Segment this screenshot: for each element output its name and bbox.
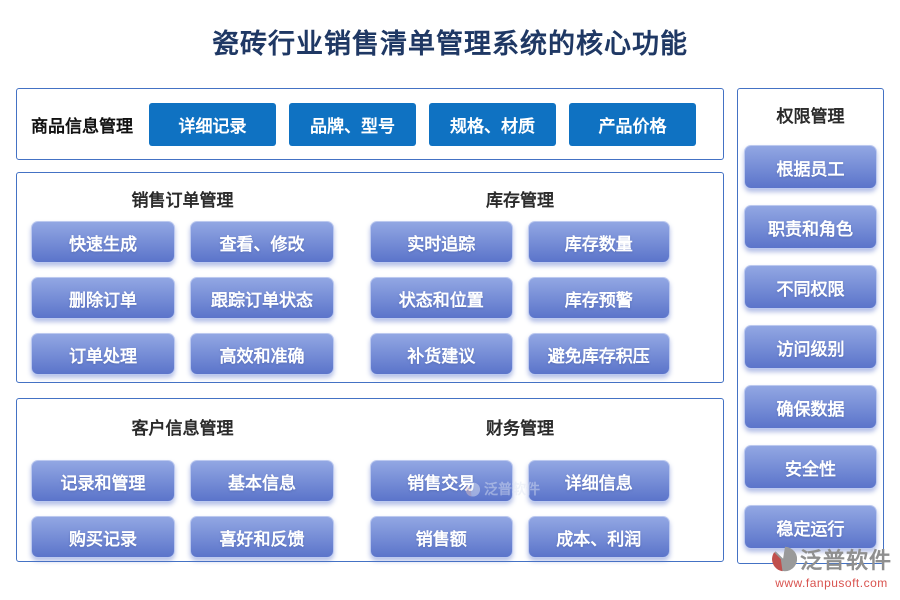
fanpu-logo-icon [772, 546, 797, 572]
feature-button-detailed-records[interactable]: 详细记录 [149, 102, 276, 146]
feature-button-view-modify[interactable]: 查看、修改 [190, 221, 334, 263]
feature-button-spec-material[interactable]: 规格、材质 [429, 102, 556, 146]
order-inventory-section: 销售订单管理 快速生成 查看、修改 删除订单 跟踪订单状态 订单处理 高效和准确… [16, 172, 724, 383]
feature-button-purchase-history[interactable]: 购买记录 [31, 516, 175, 558]
feature-button-basic-info[interactable]: 基本信息 [190, 460, 334, 502]
feature-button-sales-amount[interactable]: 销售额 [370, 516, 513, 558]
feature-button-cost-profit[interactable]: 成本、利润 [527, 516, 670, 558]
product-info-section: 商品信息管理 详细记录 品牌、型号 规格、材质 产品价格 [16, 88, 724, 160]
feature-button-replenishment-advice[interactable]: 补货建议 [370, 333, 513, 375]
permissions-title: 权限管理 [776, 107, 845, 126]
vendor-url: www.fanpusoft.com [775, 576, 888, 590]
inventory-group: 库存管理 实时追踪 库存数量 状态和位置 库存预警 补货建议 避免库存积压 [370, 186, 670, 382]
feature-button-stock-alert[interactable]: 库存预警 [527, 277, 670, 319]
finance-title: 财务管理 [486, 419, 554, 438]
inventory-title: 库存管理 [486, 191, 554, 210]
feature-button-detailed-info[interactable]: 详细信息 [527, 460, 670, 502]
feature-button-status-location[interactable]: 状态和位置 [370, 277, 513, 319]
feature-button-different-permissions[interactable]: 不同权限 [744, 265, 877, 309]
customer-info-group: 客户信息管理 记录和管理 基本信息 购买记录 喜好和反馈 [31, 414, 334, 561]
feature-button-track-order-status[interactable]: 跟踪订单状态 [190, 277, 334, 319]
feature-button-sales-transactions[interactable]: 销售交易 [370, 460, 513, 502]
feature-button-stock-quantity[interactable]: 库存数量 [527, 221, 670, 263]
feature-button-duties-roles[interactable]: 职责和角色 [744, 205, 877, 249]
feature-button-access-levels[interactable]: 访问级别 [744, 325, 877, 369]
feature-button-product-price[interactable]: 产品价格 [569, 102, 696, 146]
vendor-logo: 泛普软件 www.fanpusoft.com [771, 543, 892, 590]
sales-order-group: 销售订单管理 快速生成 查看、修改 删除订单 跟踪订单状态 订单处理 高效和准确 [31, 186, 334, 382]
feature-button-avoid-overstock[interactable]: 避免库存积压 [527, 333, 670, 375]
feature-button-stable-operation[interactable]: 稳定运行 [744, 505, 877, 549]
feature-button-ensure-data[interactable]: 确保数据 [744, 385, 877, 429]
feature-button-delete-order[interactable]: 删除订单 [31, 277, 175, 319]
customer-finance-section: 客户信息管理 记录和管理 基本信息 购买记录 喜好和反馈 财务管理 销售交易 详… [16, 398, 724, 562]
sales-order-title: 销售订单管理 [131, 191, 234, 210]
finance-group: 财务管理 销售交易 详细信息 销售额 成本、利润 [370, 414, 670, 561]
feature-button-preferences-feedback[interactable]: 喜好和反馈 [190, 516, 334, 558]
page-title: 瓷砖行业销售清单管理系统的核心功能 [212, 29, 688, 59]
feature-button-order-processing[interactable]: 订单处理 [31, 333, 175, 375]
feature-button-record-manage[interactable]: 记录和管理 [31, 460, 175, 502]
feature-button-realtime-tracking[interactable]: 实时追踪 [370, 221, 513, 263]
feature-button-security[interactable]: 安全性 [744, 445, 877, 489]
feature-button-brand-model[interactable]: 品牌、型号 [289, 102, 416, 146]
permissions-section: 权限管理 根据员工 职责和角色 不同权限 访问级别 确保数据 安全性 稳定运行 [737, 88, 884, 564]
vendor-name: 泛普软件 [799, 548, 892, 573]
feature-button-efficient-accurate[interactable]: 高效和准确 [190, 333, 334, 375]
feature-button-by-employee[interactable]: 根据员工 [744, 145, 877, 189]
feature-button-quick-generate[interactable]: 快速生成 [31, 221, 175, 263]
customer-info-title: 客户信息管理 [131, 419, 234, 438]
product-info-label: 商品信息管理 [31, 116, 133, 136]
